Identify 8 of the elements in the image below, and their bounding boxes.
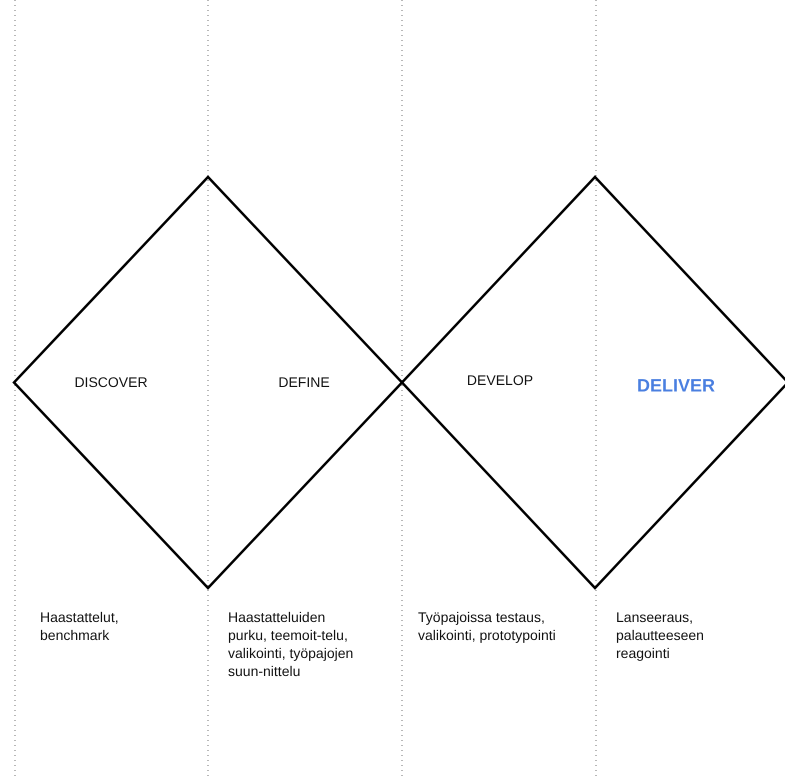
phase-label: DELIVER [637,376,715,396]
phase-label: DEFINE [278,374,330,390]
phase-label: DISCOVER [74,374,148,390]
phase-label: DEVELOP [466,372,534,388]
description-text: Haastatteluiden purku, teemoit-telu, valikointi, työpajojen suun-nittelu [228,608,354,680]
description-text: Työpajoissa testaus, valikointi, prototypointi [418,608,557,644]
description-text: Lanseeraus, palautteeseen reagointi [616,608,705,662]
description-text: Haastattelut, benchmark [40,608,120,644]
